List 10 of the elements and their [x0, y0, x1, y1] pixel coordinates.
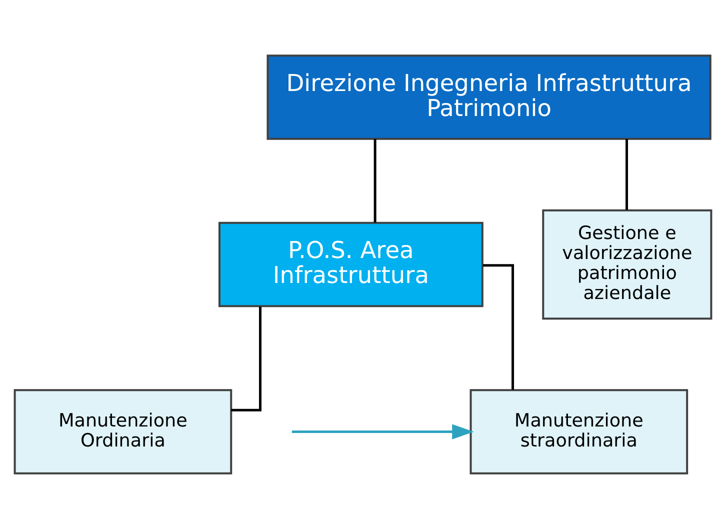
arrow	[292, 424, 474, 439]
node-box: Manutenzione Ordinaria	[14, 388, 232, 474]
node-box: Manutenzione straordinaria	[470, 388, 688, 474]
connector	[626, 138, 628, 210]
connector	[231, 306, 262, 411]
node-box: Gestione e valorizzazione patrimonio aziendale	[542, 208, 712, 320]
connector	[374, 138, 376, 222]
node-box: Direzione Ingegneria Infrastruttura Patrimonio	[266, 54, 712, 140]
node-box: P.O.S. Area Infrastruttura	[218, 221, 484, 307]
connector	[483, 264, 514, 390]
